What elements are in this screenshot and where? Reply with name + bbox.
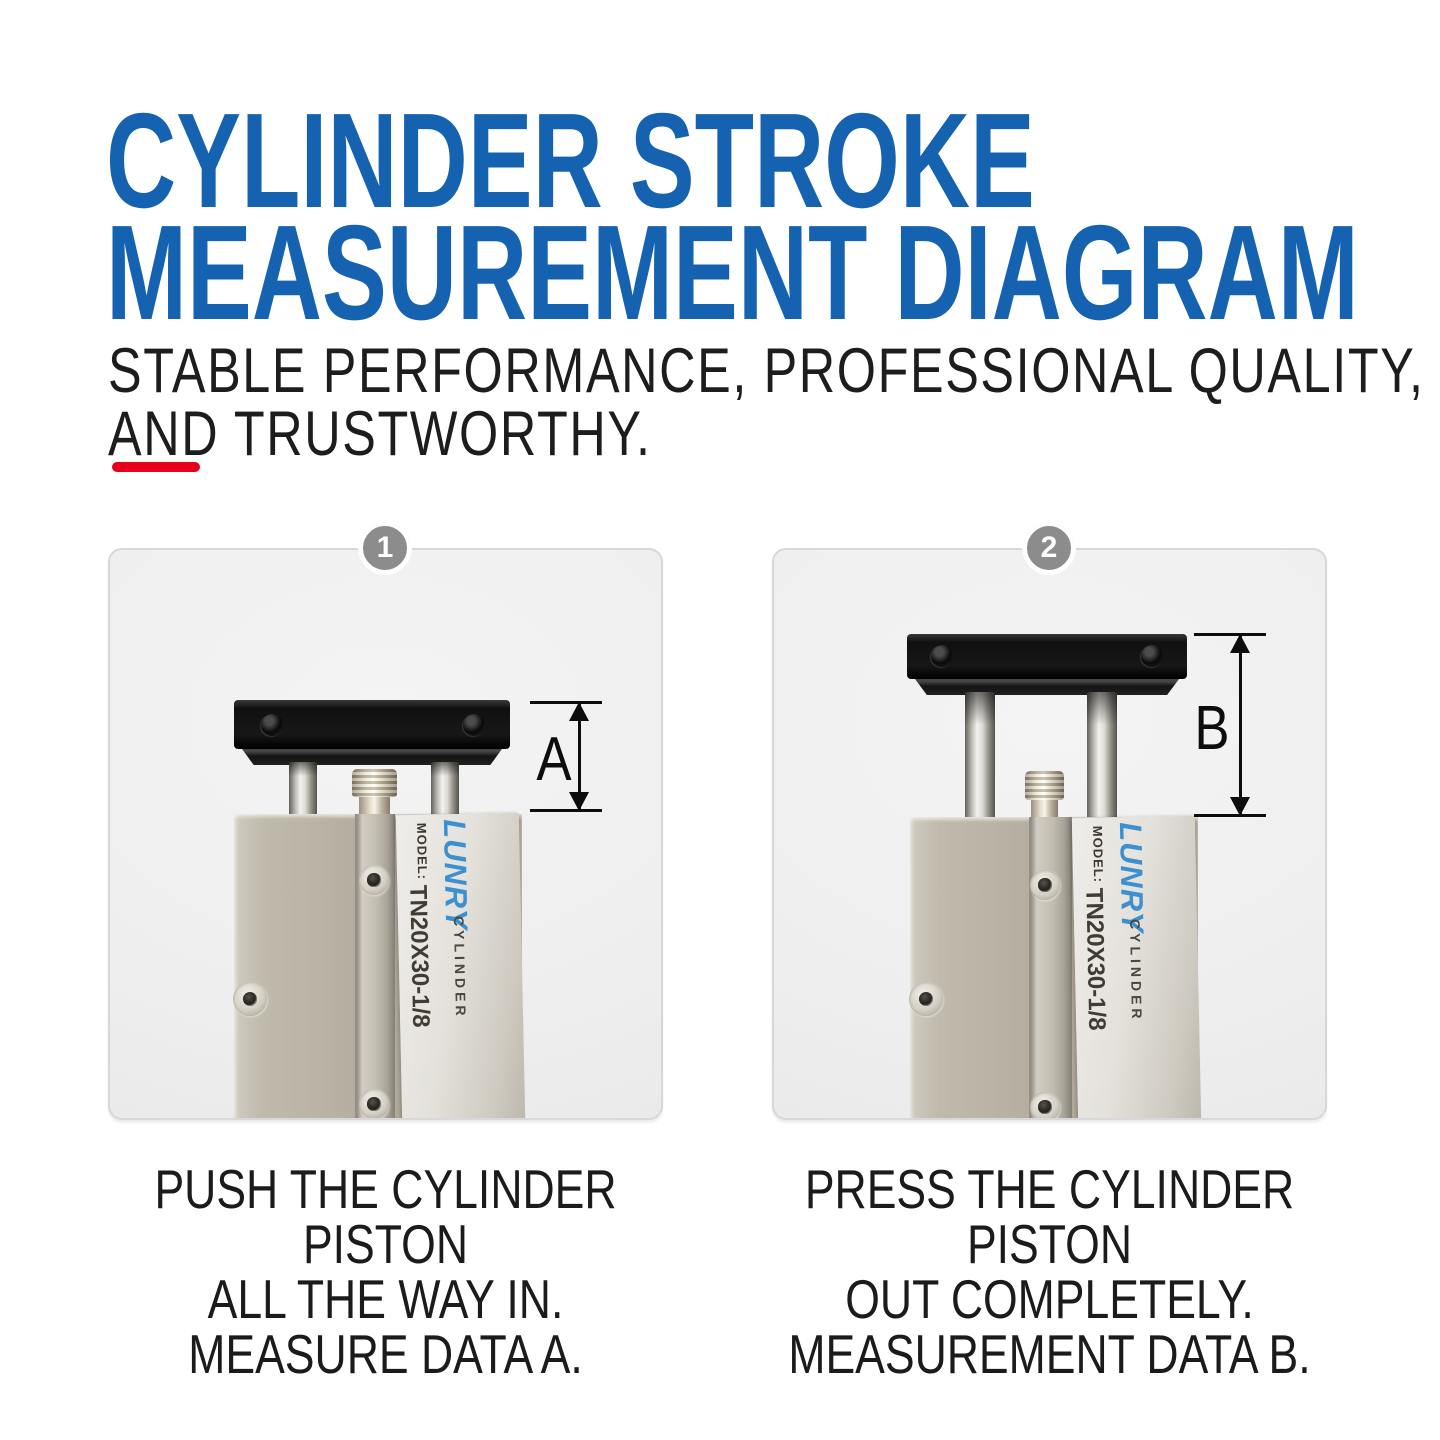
piston-rod-neck bbox=[1031, 800, 1058, 818]
plate-screw-hole-right bbox=[1141, 645, 1163, 667]
caption-step-2: PRESS THE CYLINDER PISTON OUT COMPLETELY… bbox=[784, 1162, 1315, 1382]
arrowhead-up-icon bbox=[569, 702, 589, 721]
page-title-line-1: CYLINDER STROKE bbox=[106, 85, 1035, 236]
model-value-text: TN20X30-1/8 bbox=[1080, 887, 1111, 1031]
step-badge-2: 2 bbox=[1022, 521, 1076, 575]
dimension-tick-bottom-a bbox=[530, 809, 602, 812]
model-value-text: TN20X30-1/8 bbox=[404, 884, 435, 1028]
body-center-channel bbox=[1029, 817, 1072, 1118]
guide-rod-left bbox=[965, 692, 995, 819]
product-label: LUNRY CYLINDER MODEL: TN20X30-1/8 bbox=[395, 812, 526, 1118]
guide-rod-left bbox=[289, 762, 317, 816]
caption-step-1-line-2: ALL THE WAY IN. bbox=[207, 1268, 564, 1330]
channel-hole-top bbox=[1030, 870, 1060, 900]
dimension-tick-top-a bbox=[530, 701, 602, 704]
model-key-text: MODEL: bbox=[1089, 825, 1107, 884]
mounting-plate bbox=[907, 634, 1187, 679]
plate-flange bbox=[915, 679, 1179, 695]
body-hole-left bbox=[909, 982, 943, 1016]
guide-rod-right bbox=[1087, 692, 1117, 819]
product-type-text: CYLINDER bbox=[450, 915, 470, 1020]
measure-letter-a: A bbox=[536, 725, 572, 794]
plate-screw-hole-left bbox=[931, 645, 953, 667]
measure-letter-b: B bbox=[1194, 694, 1230, 763]
piston-rod-neck bbox=[359, 797, 390, 816]
body-center-channel bbox=[355, 814, 395, 1118]
caption-step-1-line-3: MEASURE DATA A. bbox=[188, 1323, 583, 1385]
dimension-line-b bbox=[1239, 635, 1242, 815]
channel-hole-top bbox=[359, 865, 389, 895]
plate-flange bbox=[242, 749, 502, 765]
subtitle-line-1: STABLE PERFORMANCE, PROFESSIONAL QUALITY… bbox=[108, 336, 1425, 406]
channel-hole-bottom bbox=[1030, 1092, 1060, 1118]
caption-step-1-line-1: PUSH THE CYLINDER PISTON bbox=[154, 1158, 617, 1275]
plate-screw-hole-right bbox=[463, 714, 485, 736]
product-type-text: CYLINDER bbox=[1126, 918, 1146, 1023]
model-key-text: MODEL: bbox=[413, 822, 431, 881]
brand-text: LUNRY bbox=[436, 818, 475, 931]
step-number-1: 1 bbox=[376, 531, 394, 564]
channel-hole-bottom bbox=[359, 1089, 389, 1118]
caption-step-2-line-3: MEASUREMENT DATA B. bbox=[788, 1323, 1311, 1385]
arrowhead-up-icon bbox=[1230, 634, 1250, 653]
step-badge-1: 1 bbox=[358, 521, 412, 575]
panel-step-1: LUNRY CYLINDER MODEL: TN20X30-1/8 A bbox=[108, 548, 663, 1120]
caption-step-2-line-2: OUT COMPLETELY. bbox=[845, 1268, 1254, 1330]
guide-rod-right bbox=[431, 762, 459, 816]
mounting-plate bbox=[234, 700, 510, 749]
brand-text: LUNRY bbox=[1112, 821, 1151, 934]
cylinder-body bbox=[233, 814, 522, 1118]
piston-rod-knurled-tip bbox=[352, 769, 397, 797]
subtitle-line-2: AND TRUSTWORTHY. bbox=[108, 399, 652, 469]
plate-screw-hole-left bbox=[261, 714, 283, 736]
arrowhead-down-icon bbox=[1230, 797, 1250, 816]
dimension-line-a bbox=[578, 703, 581, 811]
piston-rod-knurled-tip bbox=[1025, 771, 1064, 800]
product-label: LUNRY CYLINDER MODEL: TN20X30-1/8 bbox=[1071, 815, 1202, 1118]
panel-step-2: LUNRY CYLINDER MODEL: TN20X30-1/8 B bbox=[772, 548, 1327, 1120]
arrowhead-down-icon bbox=[569, 792, 589, 811]
page-title-line-2: MEASUREMENT DIAGRAM bbox=[106, 197, 1359, 348]
red-accent-underline bbox=[112, 462, 200, 472]
step-number-2: 2 bbox=[1040, 531, 1058, 564]
body-hole-left bbox=[233, 982, 267, 1016]
caption-step-2-line-1: PRESS THE CYLINDER PISTON bbox=[804, 1158, 1295, 1275]
caption-step-1: PUSH THE CYLINDER PISTON ALL THE WAY IN.… bbox=[120, 1162, 651, 1382]
